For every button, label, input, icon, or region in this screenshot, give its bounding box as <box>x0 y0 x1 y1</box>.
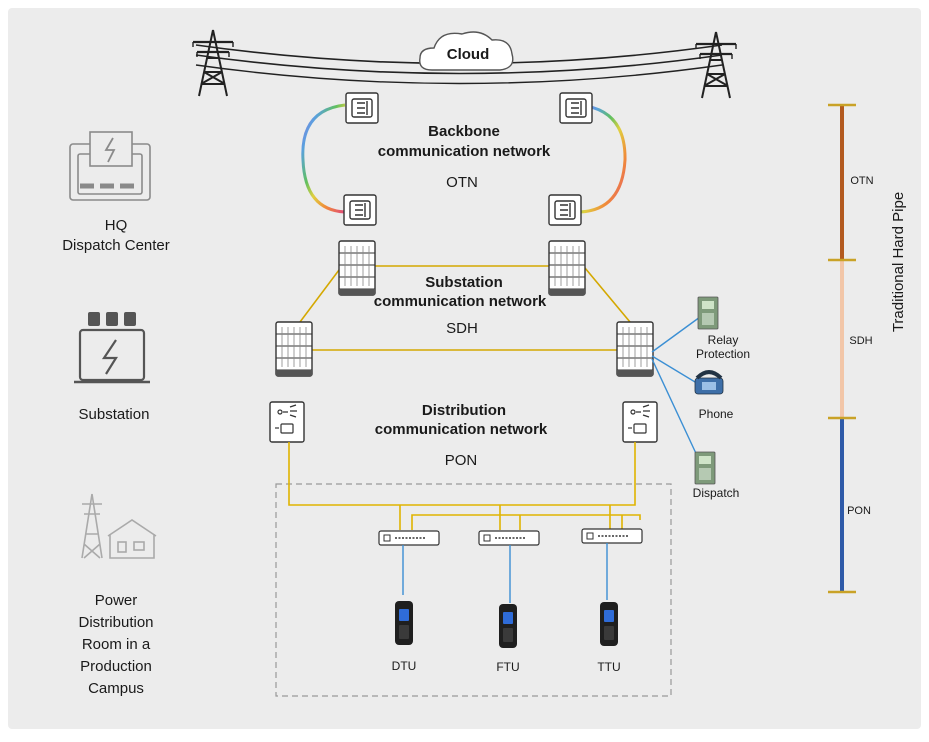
hq-dispatch-center-icon <box>69 131 151 201</box>
pon-area-box <box>275 483 672 697</box>
sdh-node-icon <box>275 321 313 377</box>
dispatch-label: Dispatch <box>693 486 740 500</box>
otn-node-icon <box>345 92 379 124</box>
terminal-links <box>402 543 608 603</box>
backbone-title-line2: communication network <box>378 143 551 160</box>
technology-scale-bar <box>828 103 856 594</box>
substation-icon <box>74 312 150 384</box>
campus-label-line1: Power <box>95 592 138 609</box>
substation-label: Substation <box>79 406 150 423</box>
hq-label-line2: Dispatch Center <box>62 237 170 254</box>
substation-title-line1: Substation <box>425 274 503 291</box>
service-links <box>651 316 701 463</box>
campus-label-line5: Campus <box>88 680 144 697</box>
sdh-node-icon <box>548 240 586 296</box>
distribution-title-line2: communication network <box>375 421 548 438</box>
substation-title-line2: communication network <box>374 293 547 310</box>
relay-label-line2: Protection <box>696 347 750 361</box>
otn-node-icon <box>559 92 593 124</box>
onu-icon <box>478 530 540 546</box>
cloud-label: Cloud <box>447 46 490 63</box>
relay-protection-icon <box>697 296 719 330</box>
distribution-tech-label: PON <box>445 452 478 469</box>
dtu-device-icon <box>395 601 413 645</box>
terminal-label: TTU <box>597 660 620 674</box>
campus-label-line4: Production <box>80 658 152 675</box>
olt-icon <box>269 401 305 443</box>
relay-label-line1: Relay <box>708 333 739 347</box>
scale-pon-label: PON <box>847 505 871 517</box>
scale-sdh-label: SDH <box>849 335 872 347</box>
ttu-device-icon <box>600 602 618 646</box>
olt-icon <box>622 401 658 443</box>
substation-tech-label: SDH <box>446 320 478 337</box>
power-distribution-room-icon <box>81 493 157 559</box>
onu-icon <box>581 528 643 544</box>
otn-node-icon <box>343 194 377 226</box>
sdh-links <box>299 261 631 351</box>
pon-links <box>288 442 641 530</box>
terminal-label: FTU <box>496 660 519 674</box>
ftu-device-icon <box>499 604 517 648</box>
otn-node-icon <box>548 194 582 226</box>
distribution-title-line1: Distribution <box>422 402 506 419</box>
otn-ring <box>301 103 627 214</box>
backbone-tech-label: OTN <box>446 174 478 191</box>
terminal-label: DTU <box>392 659 417 673</box>
phone-label: Phone <box>699 407 734 421</box>
dispatch-icon <box>694 451 716 485</box>
backbone-title-line1: Backbone <box>428 123 500 140</box>
traditional-hard-pipe-label: Traditional Hard Pipe <box>890 192 907 332</box>
cloud-icon <box>419 31 514 71</box>
phone-icon <box>694 370 724 395</box>
sdh-node-icon <box>616 321 654 377</box>
scale-otn-label: OTN <box>850 175 873 187</box>
sdh-node-icon <box>338 240 376 296</box>
onu-icon <box>378 530 440 546</box>
hq-label-line1: HQ <box>105 217 128 234</box>
campus-label-line2: Distribution <box>78 614 153 631</box>
background-panel <box>8 8 921 729</box>
campus-label-line3: Room in a <box>82 636 151 653</box>
